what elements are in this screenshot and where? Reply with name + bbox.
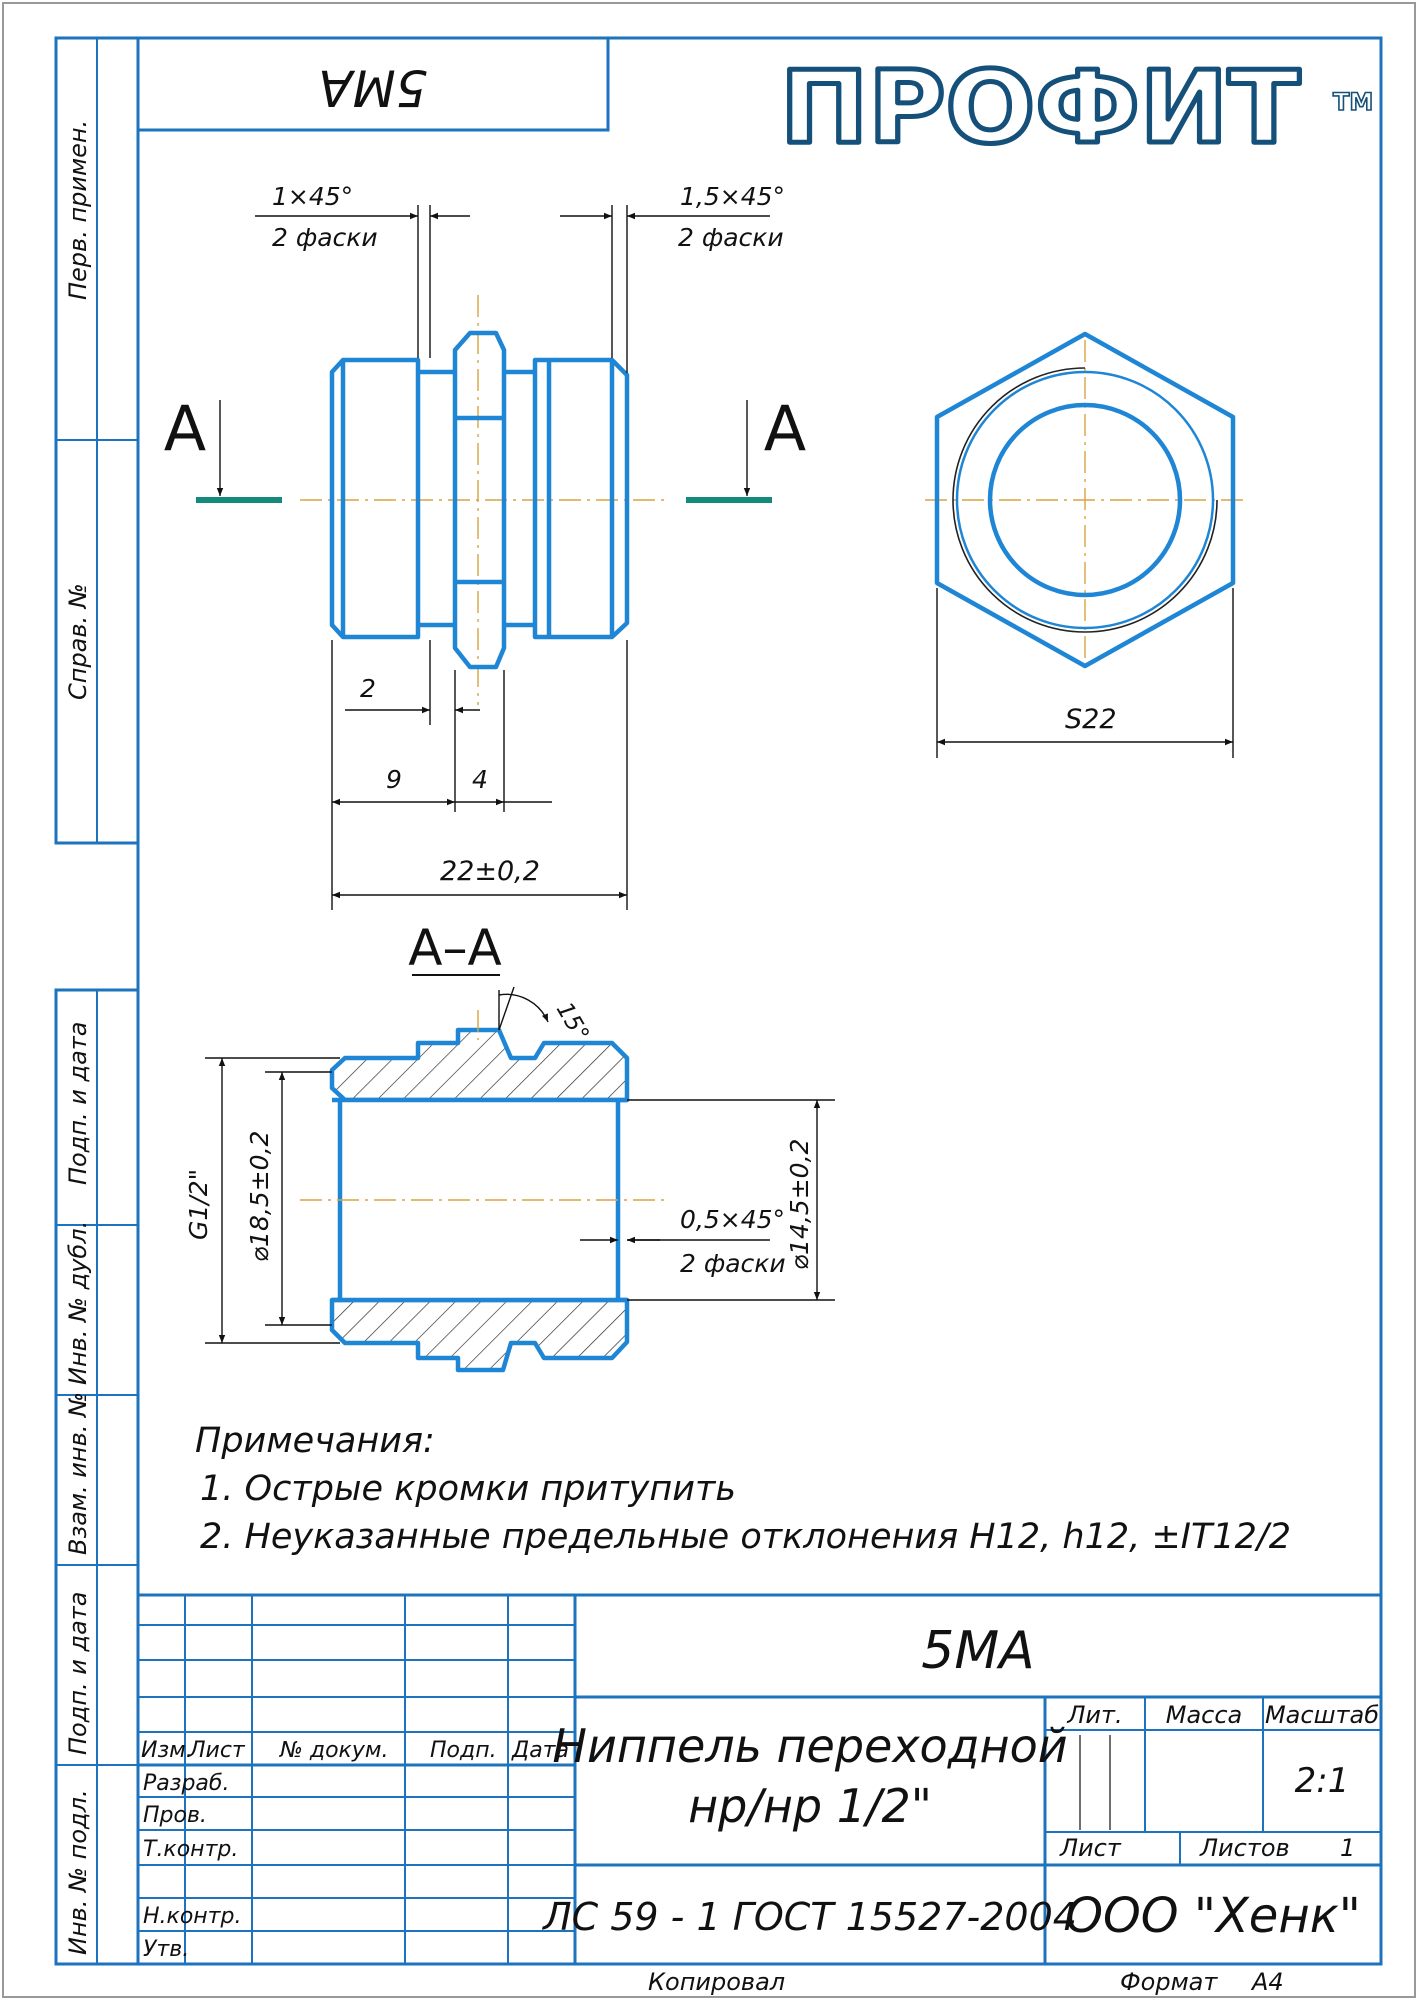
side-label-podp-2: Подп. и дата xyxy=(64,1592,92,1756)
section-cut-markers xyxy=(196,400,772,503)
tb-sheets-value: 1 xyxy=(1340,1834,1355,1862)
tb-col-izm: Изм. xyxy=(141,1738,193,1763)
tb-role-razrab: Разраб. xyxy=(143,1771,229,1796)
dim-chamfer-inner-note: 2 фаски xyxy=(680,1249,786,1278)
section-dimension-lines xyxy=(205,986,835,1344)
profit-logo: ПРОФИТ TM xyxy=(778,47,1375,169)
side-label-perv: Перв. примен. xyxy=(64,120,92,300)
tb-scale-value: 2:1 xyxy=(1295,1761,1350,1801)
side-view-hex xyxy=(925,331,1245,758)
dim-4-label: 4 xyxy=(472,765,488,794)
section-title: А–А xyxy=(408,919,501,977)
dim-angle-label: 15° xyxy=(551,998,594,1046)
dim-22-label: 22±0,2 xyxy=(440,856,540,887)
tb-sheet-label: Лист xyxy=(1059,1834,1122,1862)
section-marker-left: А xyxy=(164,392,206,465)
side-label-vzam: Взам. инв. № xyxy=(64,1392,92,1555)
tb-col-doc: № докум. xyxy=(279,1738,388,1763)
dim-g-label: G1/2" xyxy=(184,1169,213,1240)
top-stamp-text: 5MA xyxy=(318,59,427,117)
dim-s22-label: S22 xyxy=(1065,704,1117,735)
dim-chamfer-left-note: 2 фаски xyxy=(272,223,378,252)
dim-chamfer-inner: 0,5×45° xyxy=(680,1205,785,1234)
note-item-2: 2. Неуказанные предельные отклонения H12… xyxy=(200,1517,1291,1557)
dim-d185-label: ⌀18,5±0,2 xyxy=(245,1131,274,1262)
tb-name-line2: нр/нр 1/2" xyxy=(688,1779,932,1833)
front-dimension-lines xyxy=(255,205,770,910)
side-label-sprav: Справ. № xyxy=(64,583,92,700)
tb-scale-label: Масштаб xyxy=(1265,1701,1379,1729)
top-stamp-box xyxy=(136,36,610,132)
dim-chamfer-right-note: 2 фаски xyxy=(678,223,784,252)
logo-text: ПРОФИТ xyxy=(780,49,1300,166)
dim-chamfer-right: 1,5×45° xyxy=(680,182,785,211)
tb-lit-label: Лит. xyxy=(1066,1701,1122,1729)
tb-company: ООО "Хенк" xyxy=(1065,1888,1361,1944)
footer-format-value: А4 xyxy=(1250,1968,1284,1996)
left-side-strip xyxy=(54,36,140,1966)
tb-sheets-label: Листов xyxy=(1199,1834,1290,1862)
dim-d145-label: ⌀14,5±0,2 xyxy=(785,1139,814,1270)
section-view xyxy=(300,1010,670,1373)
section-marker-right: А xyxy=(764,392,806,465)
footer-copied: Копировал xyxy=(648,1968,785,1996)
notes-heading: Примечания: xyxy=(195,1421,435,1461)
footer-format-label: Формат xyxy=(1120,1968,1218,1996)
tb-col-podp: Подп. xyxy=(430,1738,497,1763)
dim-2-label: 2 xyxy=(360,674,376,703)
tb-col-date: Дата xyxy=(511,1738,569,1763)
front-view xyxy=(300,295,670,705)
drawing-frame xyxy=(136,36,1383,1966)
tb-mass-label: Масса xyxy=(1166,1701,1243,1729)
note-item-1: 1. Острые кромки притупить xyxy=(200,1469,736,1509)
tb-role-utv: Утв. xyxy=(143,1937,189,1962)
tb-role-nkontr: Н.контр. xyxy=(143,1904,241,1929)
tb-col-list: Лист xyxy=(188,1738,246,1763)
tb-role-tkontr: Т.контр. xyxy=(143,1837,238,1862)
tb-role-prov: Пров. xyxy=(143,1803,207,1828)
tb-material: ЛС 59 - 1 ГОСТ 15527-2004 xyxy=(541,1895,1077,1939)
logo-tm: TM xyxy=(1333,88,1373,116)
side-label-inv-podl: Инв. № подл. xyxy=(64,1789,92,1955)
side-label-podp-1: Подп. и дата xyxy=(64,1022,92,1186)
dim-chamfer-left: 1×45° xyxy=(272,182,353,211)
dim-9-label: 9 xyxy=(386,765,402,794)
title-block xyxy=(138,1593,1381,1964)
tb-designation: 5MA xyxy=(921,1621,1035,1681)
tb-name-line1: Ниппель переходной xyxy=(552,1719,1067,1773)
side-label-inv-dubl: Инв. № дубл. xyxy=(64,1221,92,1385)
